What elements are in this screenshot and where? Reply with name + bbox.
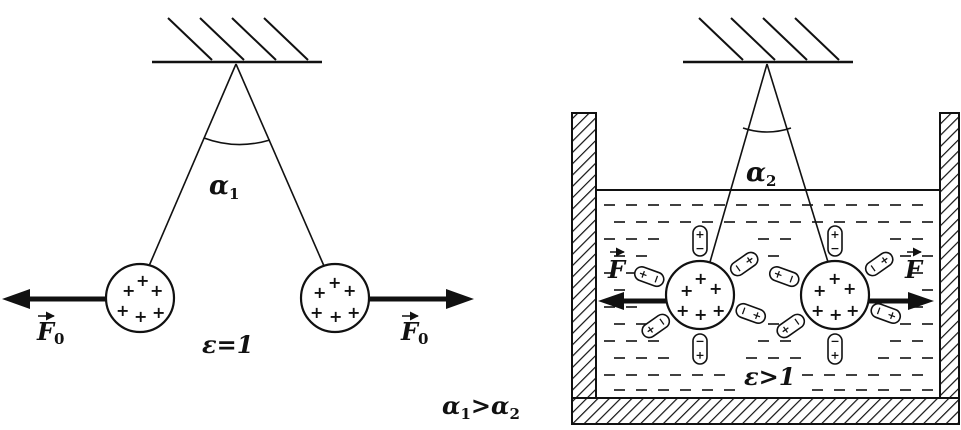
right-thread-1 <box>709 63 768 263</box>
dipole-minus: − <box>649 273 664 286</box>
dipole-minus: − <box>695 242 704 255</box>
left-ball-2: + + + + + + <box>299 262 371 334</box>
right-thread-2 <box>766 63 829 263</box>
svg-text:+: + <box>680 281 693 300</box>
right-permittivity-label: ε>1 <box>744 362 795 391</box>
dipole-molecule: −+ <box>768 265 800 288</box>
dipole-molecule: −+ <box>776 313 806 339</box>
dipole-molecule: −+ <box>633 265 665 288</box>
svg-text:+: + <box>709 279 722 298</box>
dipole-plus: + <box>695 349 704 362</box>
right-force-label-1: F <box>607 247 627 284</box>
svg-text:+: + <box>347 303 360 322</box>
dipole-minus: − <box>695 335 704 348</box>
left-ceiling <box>152 17 322 64</box>
right-panel: α2 + + + + + + + + + + + + −+−+−+−+−+−+−… <box>571 17 960 425</box>
dipole-minus: − <box>784 273 799 286</box>
left-panel: α1 + + + + + + + + + + + + <box>2 17 474 359</box>
dipole-plus: + <box>830 349 839 362</box>
dipole-plus: + <box>635 268 650 281</box>
svg-text:F0: F0 <box>36 317 64 348</box>
dipole-molecule: −+ <box>864 251 894 277</box>
svg-text:+: + <box>152 303 165 322</box>
svg-text:+: + <box>811 301 824 320</box>
dipole-molecule: −+ <box>735 302 767 325</box>
dipole-molecule: −+ <box>641 313 671 339</box>
left-force-arrow-1 <box>2 289 106 309</box>
right-force-arrow-2 <box>869 292 934 310</box>
svg-text:+: + <box>310 303 323 322</box>
dipole-molecule: −+ <box>827 333 843 365</box>
dipole-molecules: −+−+−+−+−+−+−+−+−+−+−+−+ <box>633 225 902 365</box>
dipole-molecule: −+ <box>870 302 902 325</box>
svg-text:+: + <box>846 301 859 320</box>
svg-text:F0: F0 <box>400 317 428 348</box>
left-thread-1 <box>148 63 237 267</box>
svg-text:+: + <box>328 273 341 292</box>
dipole-molecule: −+ <box>692 225 708 257</box>
right-ceiling <box>683 17 853 64</box>
svg-text:+: + <box>712 301 725 320</box>
dipole-plus: + <box>695 228 704 241</box>
svg-text:+: + <box>676 301 689 320</box>
svg-text:+: + <box>843 279 856 298</box>
svg-text:+: + <box>694 269 707 288</box>
svg-text:+: + <box>694 305 707 324</box>
svg-text:+: + <box>828 269 841 288</box>
svg-text:+: + <box>343 281 356 300</box>
right-angle-arc <box>742 127 792 133</box>
dipole-plus: + <box>884 309 899 322</box>
left-permittivity-label: ε=1 <box>202 330 253 359</box>
right-ball-2: + + + + + + <box>799 259 871 331</box>
svg-text:+: + <box>134 307 147 326</box>
right-force-arrow-1 <box>598 292 666 310</box>
left-force-arrow-2 <box>369 289 474 309</box>
left-force-label-2: F0 <box>400 311 428 348</box>
left-ball-1: + + + + + + <box>104 262 176 334</box>
dipole-plus: + <box>830 228 839 241</box>
right-angle-label: α2 <box>746 158 776 190</box>
right-ball-1: + + + + + + <box>664 259 736 331</box>
dipole-minus: − <box>871 304 886 317</box>
left-thread-2 <box>235 63 325 267</box>
dipole-minus: − <box>830 242 839 255</box>
left-angle-label: α1 <box>209 171 239 203</box>
svg-text:+: + <box>122 281 135 300</box>
dipole-minus: − <box>830 335 839 348</box>
svg-text:+: + <box>150 281 163 300</box>
svg-text:F: F <box>607 255 627 284</box>
angle-relation: α1>α2 <box>442 391 520 423</box>
left-force-label-1: F0 <box>36 311 64 348</box>
svg-text:+: + <box>329 307 342 326</box>
dipole-molecule: −+ <box>827 225 843 257</box>
dipole-molecule: −+ <box>692 333 708 365</box>
right-force-label-2: F <box>904 247 924 284</box>
svg-text:+: + <box>313 283 326 302</box>
dipole-plus: + <box>749 309 764 322</box>
dipole-molecule: −+ <box>729 251 759 277</box>
svg-text:F: F <box>904 255 924 284</box>
svg-text:+: + <box>829 305 842 324</box>
dipole-minus: − <box>736 304 751 317</box>
left-angle-arc <box>203 137 271 146</box>
dipole-plus: + <box>770 268 785 281</box>
liquid-container <box>571 112 960 425</box>
svg-text:+: + <box>813 281 826 300</box>
dielectric-liquid <box>596 189 940 391</box>
svg-text:+: + <box>136 271 149 290</box>
svg-text:+: + <box>116 301 129 320</box>
